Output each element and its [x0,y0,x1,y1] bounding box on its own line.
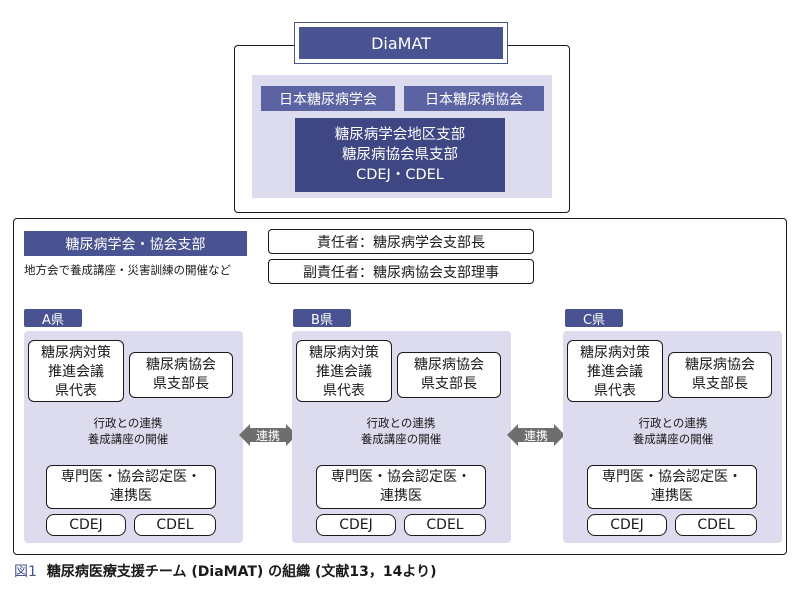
pref-b-spec-l2: 連携医 [380,488,422,504]
pref-b-activity: 行政との連携 養成講座の開催 [321,415,481,447]
caption-number: 図1 [14,564,37,580]
pref-c-council-l1: 糖尿病対策 [580,345,650,361]
pref-a-assoc-head-box: 糖尿病協会 県支部長 [129,352,233,398]
leader-box: 責任者：糖尿病学会支部長 [268,229,534,254]
pref-a-council-box: 糖尿病対策 推進会議 県代表 [28,340,124,402]
pref-c-spec-l1: 専門医・協会認定医・ [602,469,742,485]
vice-leader-box: 副責任者：糖尿病協会支部理事 [268,259,534,284]
pref-c-council-l3: 県代表 [594,383,636,399]
pref-b-cdel: CDEL [404,514,486,536]
pref-b-council-l2: 推進会議 [316,364,372,380]
pref-a-spec-l1: 専門医・協会認定医・ [61,469,201,485]
pref-a-assoc-l1: 糖尿病協会 [146,357,216,373]
pref-a-cdel: CDEL [134,514,216,536]
branch-header: 糖尿病学会・協会支部 [24,231,247,256]
pref-b-assoc-l2: 県支部長 [421,376,477,392]
caption-text: 糖尿病医療支援チーム (DiaMAT) の組織 (文献13，14より) [46,564,437,580]
pref-c-cdej: CDEJ [587,514,667,536]
pref-c-assoc-head-box: 糖尿病協会 県支部長 [668,352,772,398]
pref-a-council-l1: 糖尿病対策 [41,345,111,361]
pref-b-council-l3: 県代表 [323,383,365,399]
branch-line-3: CDEJ・CDEL [356,167,444,183]
pref-a-cdej: CDEJ [46,514,126,536]
pref-a-specialists-box: 専門医・協会認定医・ 連携医 [46,465,216,509]
pref-b-activity-l2: 養成講座の開催 [360,432,442,446]
pref-b-assoc-head-box: 糖尿病協会 県支部長 [397,352,501,398]
pref-b-council-l1: 糖尿病対策 [309,345,379,361]
link-ab-label: 連携 [255,428,280,443]
pref-b-tag: B県 [293,309,351,328]
pref-a-activity-l1: 行政との連携 [93,416,163,430]
pref-a-council-l3: 県代表 [55,383,97,399]
link-bc: 連携 [507,424,565,446]
pref-c-assoc-l2: 県支部長 [692,376,748,392]
pref-b-spec-l1: 専門医・協会認定医・ [331,469,471,485]
pref-b-council-box: 糖尿病対策 推進会議 県代表 [296,340,392,402]
pref-c-tag: C県 [565,309,623,328]
society-box: 日本糖尿病学会 [261,86,395,111]
pref-c-activity: 行政との連携 養成講座の開催 [593,415,753,447]
pref-b-activity-l1: 行政との連携 [366,416,436,430]
pref-c-assoc-l1: 糖尿病協会 [685,357,755,373]
pref-a-activity-l2: 養成講座の開催 [87,432,169,446]
pref-a-council-l2: 推進会議 [48,364,104,380]
pref-c-activity-l1: 行政との連携 [638,416,708,430]
pref-c-cdel: CDEL [675,514,757,536]
figure-caption: 図1 糖尿病医療支援チーム (DiaMAT) の組織 (文献13，14より) [14,562,774,582]
pref-c-council-box: 糖尿病対策 推進会議 県代表 [567,340,663,402]
link-bc-arrow-shape [507,424,565,446]
pref-a-tag: A県 [24,309,82,328]
pref-c-specialists-box: 専門医・協会認定医・ 連携医 [587,465,757,509]
association-box: 日本糖尿病協会 [404,86,544,111]
pref-c-spec-l2: 連携医 [651,488,693,504]
branch-note: 地方会で養成講座・災害訓練の開催など [24,263,231,277]
regional-branch-box: 糖尿病学会地区支部 糖尿病協会県支部 CDEJ・CDEL [295,118,505,192]
pref-a-spec-l2: 連携医 [110,488,152,504]
pref-a-activity: 行政との連携 養成講座の開催 [48,415,208,447]
pref-c-activity-l2: 養成講座の開催 [632,432,714,446]
link-ab: 連携 [239,424,297,446]
branch-line-2: 糖尿病協会県支部 [342,147,458,163]
diamat-title: DiaMAT [299,27,503,59]
pref-b-specialists-box: 専門医・協会認定医・ 連携医 [316,465,486,509]
link-ab-arrow-shape [239,424,297,446]
pref-a-assoc-l2: 県支部長 [153,376,209,392]
link-bc-label: 連携 [523,428,548,443]
branch-line-1: 糖尿病学会地区支部 [334,127,466,143]
pref-c-council-l2: 推進会議 [587,364,643,380]
pref-b-cdej: CDEJ [316,514,396,536]
pref-b-assoc-l1: 糖尿病協会 [414,357,484,373]
